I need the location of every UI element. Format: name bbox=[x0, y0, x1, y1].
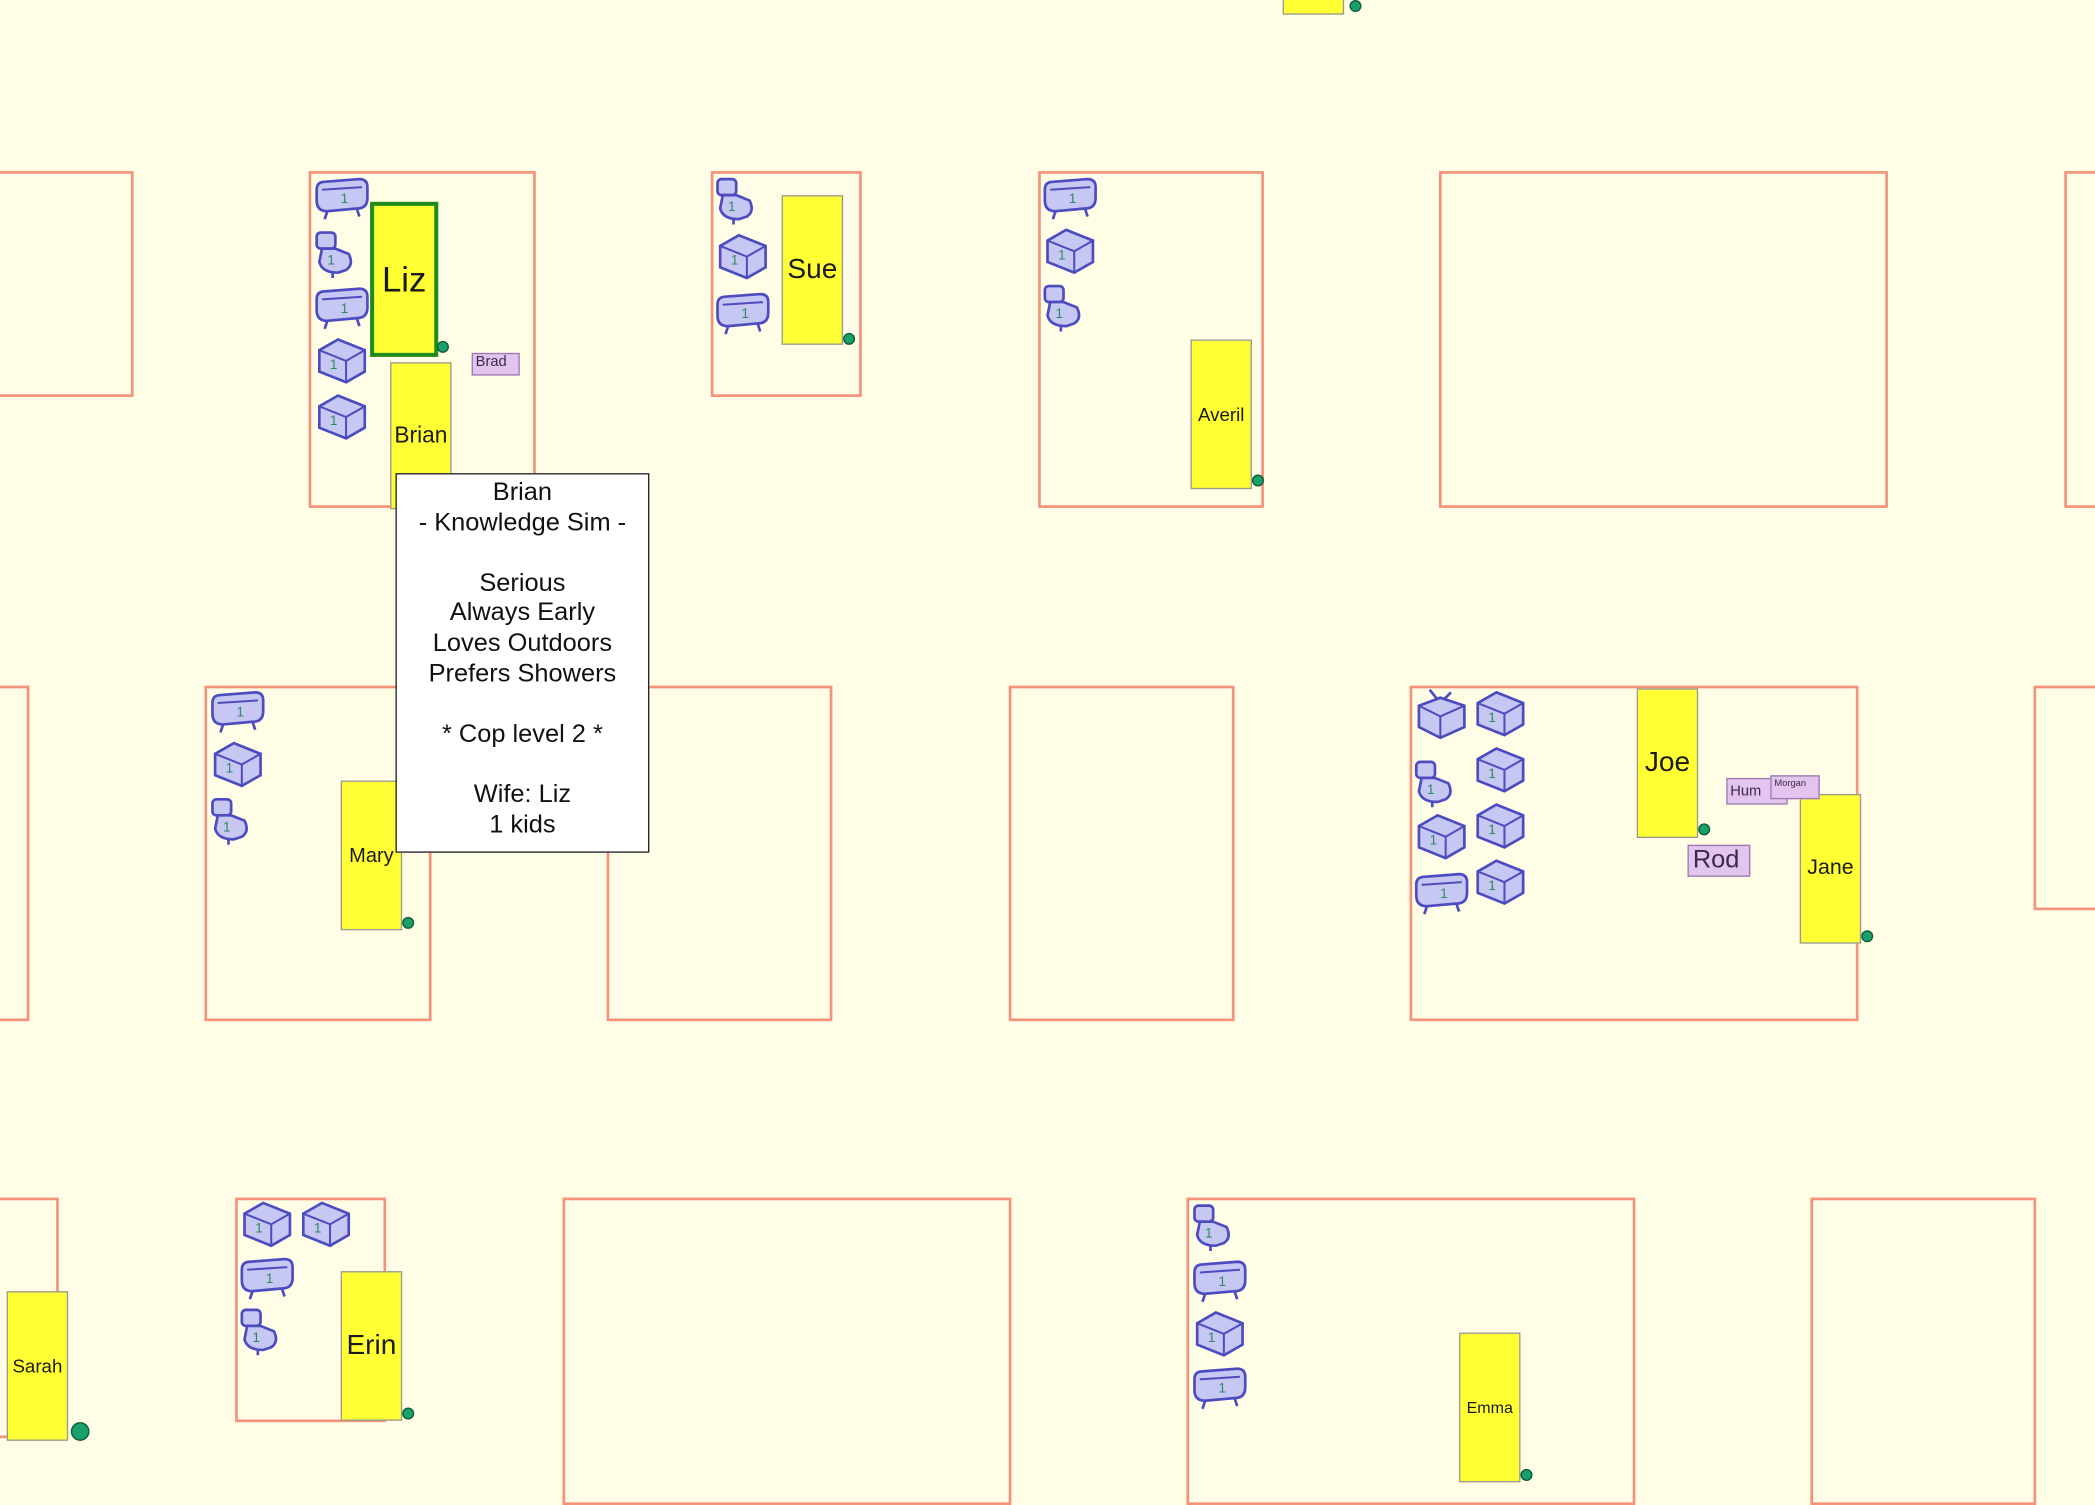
shower-icon[interactable] bbox=[1470, 799, 1529, 852]
sim-sarah[interactable]: Sarah bbox=[6, 1291, 69, 1441]
sim-status-dot bbox=[70, 1422, 90, 1441]
bathtub-icon[interactable] bbox=[1189, 1254, 1248, 1307]
tooltip-spacer bbox=[397, 690, 648, 720]
lot[interactable] bbox=[1038, 171, 1264, 508]
shower-icon[interactable] bbox=[1470, 743, 1529, 796]
sim-joe[interactable]: Joe bbox=[1636, 688, 1699, 839]
lot[interactable] bbox=[1438, 171, 1888, 508]
lot[interactable] bbox=[606, 685, 833, 1022]
toilet-icon[interactable] bbox=[1186, 1200, 1245, 1253]
shower-icon[interactable] bbox=[1470, 855, 1529, 908]
sim-status-dot bbox=[402, 1407, 415, 1420]
shower-icon[interactable] bbox=[712, 230, 771, 283]
sim-jane[interactable]: Jane bbox=[1799, 793, 1862, 944]
sim-status-dot bbox=[1698, 823, 1711, 836]
shower-icon[interactable] bbox=[311, 334, 370, 387]
sim-status-dot bbox=[1520, 1468, 1533, 1481]
bathtub-icon[interactable] bbox=[1039, 171, 1098, 224]
visitor-morgan[interactable]: Morgan bbox=[1770, 775, 1820, 800]
bathtub-icon[interactable] bbox=[1411, 866, 1470, 919]
visitor-rod[interactable]: Rod bbox=[1687, 844, 1751, 877]
shower-icon[interactable] bbox=[311, 390, 370, 443]
sim-status-dot bbox=[1251, 474, 1264, 487]
sim-status-dot bbox=[402, 916, 415, 929]
toilet-icon[interactable] bbox=[204, 794, 263, 847]
lot[interactable] bbox=[0, 171, 134, 397]
sim-status-dot bbox=[436, 340, 449, 353]
tooltip-trait: Always Early bbox=[449, 599, 596, 628]
shower-icon[interactable] bbox=[1470, 687, 1529, 740]
tooltip-trait: Loves Outdoors bbox=[432, 629, 613, 658]
toilet-icon[interactable] bbox=[1037, 281, 1096, 334]
tooltip-spacer bbox=[397, 750, 648, 780]
sim-averil[interactable]: Averil bbox=[1190, 339, 1252, 490]
lot[interactable] bbox=[0, 685, 30, 1022]
sim-erin[interactable]: Erin bbox=[340, 1271, 403, 1421]
toilet-icon[interactable] bbox=[709, 174, 768, 227]
bathtub-icon[interactable] bbox=[311, 281, 370, 334]
tooltip-trait: Serious bbox=[479, 569, 566, 598]
television-icon[interactable] bbox=[1411, 687, 1470, 740]
lot[interactable] bbox=[204, 685, 432, 1022]
bathtub-icon[interactable] bbox=[236, 1251, 295, 1304]
sim-status-dot bbox=[1349, 0, 1362, 13]
tooltip-sim-name: Brian bbox=[492, 478, 553, 507]
tooltip-trait: Prefers Showers bbox=[428, 659, 617, 688]
toilet-icon[interactable] bbox=[1408, 757, 1467, 810]
sim-mary[interactable]: Mary bbox=[340, 780, 403, 931]
lot[interactable] bbox=[1008, 685, 1235, 1022]
lot[interactable] bbox=[562, 1197, 1012, 1505]
shower-icon[interactable] bbox=[236, 1198, 295, 1251]
tooltip-aspiration: - Knowledge Sim - bbox=[418, 508, 627, 537]
shower-icon[interactable] bbox=[1039, 225, 1098, 278]
lot[interactable] bbox=[710, 171, 862, 397]
bathtub-icon[interactable] bbox=[712, 286, 771, 339]
sim-info-tooltip: Brian - Knowledge Sim - Serious Always E… bbox=[395, 473, 650, 853]
tooltip-spacer bbox=[397, 539, 648, 569]
sim-status-dot bbox=[1861, 930, 1874, 943]
sim-emma[interactable]: Emma bbox=[1459, 1332, 1521, 1483]
tooltip-spouse: Wife: Liz bbox=[473, 780, 572, 809]
toilet-icon[interactable] bbox=[234, 1305, 293, 1358]
tooltip-kids: 1 kids bbox=[489, 810, 556, 839]
shower-icon[interactable] bbox=[207, 738, 266, 791]
bathtub-icon[interactable] bbox=[207, 684, 266, 737]
shower-icon[interactable] bbox=[295, 1198, 354, 1251]
lot[interactable] bbox=[2064, 171, 2095, 508]
sim-liz[interactable]: Liz bbox=[370, 201, 439, 357]
lot[interactable] bbox=[1186, 1197, 1636, 1505]
lot[interactable] bbox=[2033, 685, 2095, 911]
bathtub-icon[interactable] bbox=[311, 171, 370, 224]
sim-sue[interactable]: Sue bbox=[781, 195, 844, 345]
shower-icon[interactable] bbox=[1189, 1307, 1248, 1360]
toilet-icon[interactable] bbox=[309, 227, 368, 280]
sim-status-dot bbox=[843, 332, 856, 345]
tooltip-career: * Cop level 2 * bbox=[441, 720, 603, 749]
shower-icon[interactable] bbox=[1411, 810, 1470, 863]
visitor-brad[interactable]: Brad bbox=[471, 352, 520, 376]
lot[interactable] bbox=[1810, 1197, 2037, 1505]
sim-marker-offscreen[interactable] bbox=[1282, 0, 1345, 15]
bathtub-icon[interactable] bbox=[1189, 1361, 1248, 1414]
